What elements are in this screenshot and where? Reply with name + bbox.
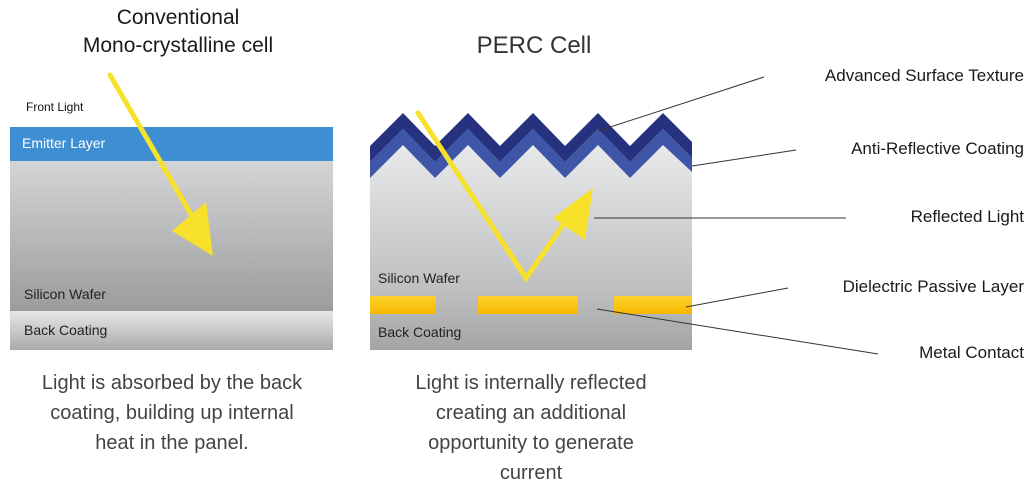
conventional-title-line2: Mono-crystalline cell bbox=[82, 34, 274, 57]
conventional-title: Conventional Mono-crystalline cell bbox=[48, 4, 308, 60]
leader-anti-reflective-coating bbox=[691, 149, 797, 167]
conventional-caption: Light is absorbed by the back coating, b… bbox=[6, 368, 338, 458]
back-coating-layer bbox=[10, 311, 333, 350]
perc-caption-line1: Light is internally reflected bbox=[415, 372, 647, 394]
perc-caption-line3: opportunity to generate bbox=[428, 432, 634, 454]
silicon-wafer-label: Silicon Wafer bbox=[24, 286, 106, 302]
front-light-label: Front Light bbox=[26, 100, 84, 114]
leader-advanced-surface-texture bbox=[597, 76, 765, 132]
leader-dielectric-passive-layer bbox=[685, 287, 789, 308]
dielectric-segment bbox=[478, 296, 578, 314]
incoming-light-arrow-icon bbox=[107, 72, 213, 256]
callout-leaders bbox=[594, 76, 879, 355]
callout-anti-reflective-coating: Anti-Reflective Coating bbox=[851, 139, 1024, 158]
emitter-layer-label: Emitter Layer bbox=[22, 135, 106, 151]
perc-caption-line4: current bbox=[499, 462, 563, 484]
back-coating-label: Back Coating bbox=[24, 322, 108, 338]
emitter-layer bbox=[10, 127, 333, 161]
perc-caption-line2: creating an additional bbox=[435, 402, 627, 424]
callout-reflected-light: Reflected Light bbox=[910, 207, 1024, 226]
callout-metal-contact: Metal Contact bbox=[919, 343, 1024, 362]
conventional-caption-line3: heat in the panel. bbox=[95, 432, 249, 454]
perc-back-coating-label: Back Coating bbox=[378, 324, 462, 340]
perc-silicon-wafer-layer bbox=[370, 145, 692, 294]
perc-caption: Light is internally reflected creating a… bbox=[366, 368, 696, 488]
callout-dielectric-passive-layer: Dielectric Passive Layer bbox=[842, 277, 1024, 296]
conventional-caption-line2: coating, building up internal bbox=[50, 402, 294, 424]
leader-metal-contact bbox=[596, 308, 879, 355]
reflected-light-arrow-icon bbox=[415, 110, 593, 283]
anti-reflective-coating bbox=[370, 129, 692, 178]
dielectric-segment bbox=[614, 296, 692, 314]
advanced-surface-texture bbox=[370, 113, 692, 162]
perc-title: PERC Cell bbox=[476, 32, 592, 59]
conventional-caption-line1: Light is absorbed by the back bbox=[41, 372, 303, 394]
conventional-title-line1: Conventional bbox=[116, 6, 240, 29]
silicon-wafer-layer bbox=[10, 161, 333, 311]
dielectric-segment bbox=[370, 296, 436, 314]
callout-advanced-surface-texture: Advanced Surface Texture bbox=[824, 66, 1024, 85]
perc-silicon-wafer-label: Silicon Wafer bbox=[378, 270, 460, 286]
